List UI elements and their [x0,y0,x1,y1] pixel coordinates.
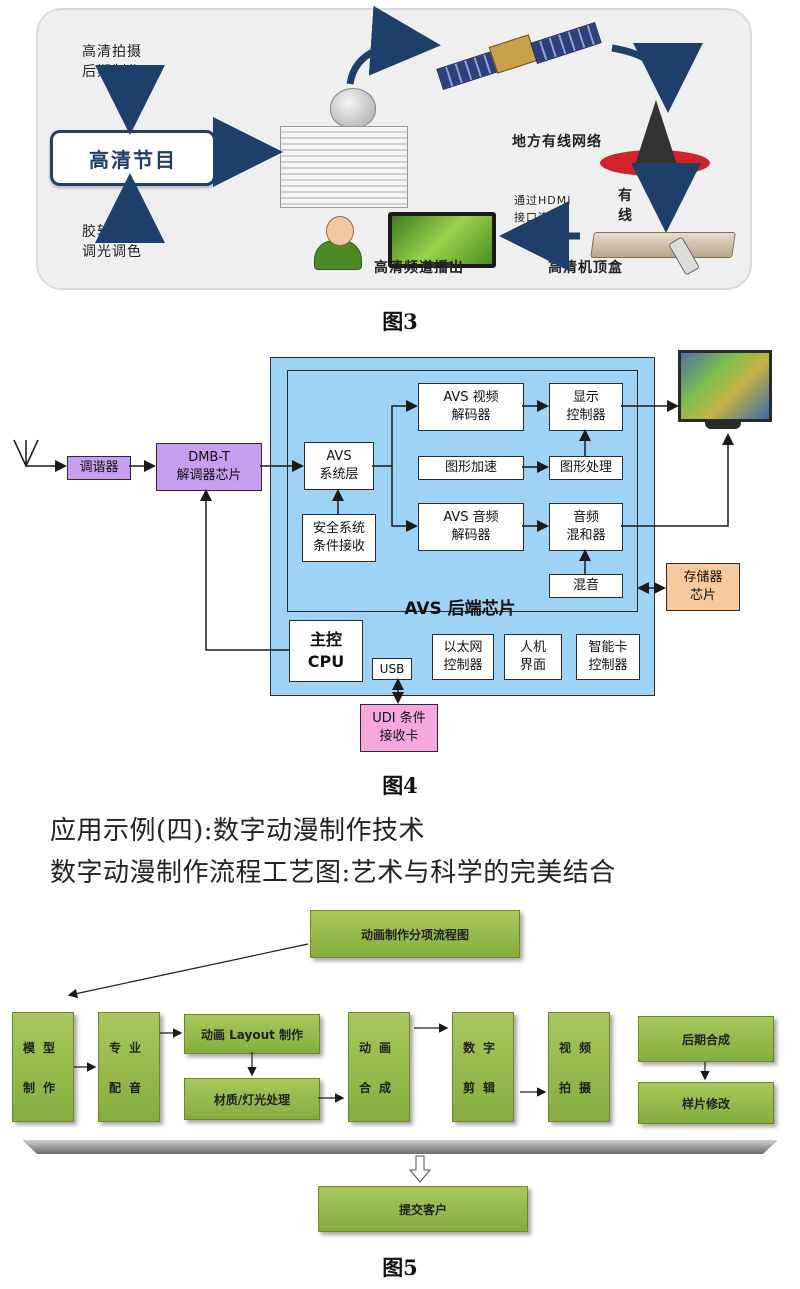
server-rack-icon [280,126,408,208]
tuner-box: 调谐器 [67,456,131,480]
udi-card-box: UDI 条件 接收卡 [360,704,438,752]
material-lighting-box: 材质/灯光处理 [184,1078,320,1120]
avs-system-layer-box: AVS 系统层 [304,442,374,490]
figure-5-caption: 图5 [382,1255,418,1280]
tv-stand-icon [423,262,453,268]
avs-audio-decoder-box: AVS 音频 解码器 [418,503,524,551]
smartcard-controller-box: 智能卡 控制器 [576,634,640,680]
wired-label: 有线 [618,188,633,224]
hmi-box: 人机 界面 [504,634,562,680]
avs-video-decoder-box: AVS 视频 解码器 [418,383,524,431]
security-box: 安全系统 条件接收 [302,514,376,562]
hd-tv-icon [388,212,496,268]
local-cable-network-label: 地方有线网络 [512,134,602,150]
figure-3-caption: 图3 [382,309,418,334]
broadcast-tower-icon [634,100,678,168]
submit-to-client-box: 提交客户 [318,1186,528,1232]
display-monitor-icon [678,350,772,422]
hd-set-top-box-label: 高清机顶盒 [548,260,623,276]
layout-box: 动画 Layout 制作 [184,1014,320,1054]
monitor-stand-icon [705,419,741,429]
compositing-box: 动画合成 [348,1012,410,1122]
sample-revision-box: 样片修改 [638,1082,774,1124]
main-cpu-box: 主控 CPU [289,620,363,682]
hd-shooting-label: 高清拍摄后期制作 [82,44,142,80]
post-compositing-box: 后期合成 [638,1016,774,1062]
set-top-box-icon [590,232,736,258]
hd-program-box: 高清节目 [50,130,216,186]
storage-chip-box: 存储器 芯片 [666,563,740,611]
audio-mixer-box: 音频 混和器 [549,503,623,551]
workflow-base-bar [22,1140,778,1154]
down-hollow-arrow-icon [408,1155,432,1183]
figure-4-caption: 图4 [382,773,418,798]
graphics-processing-box: 图形处理 [549,456,623,480]
viewer-head-icon [326,216,354,246]
film-to-hd-label: 胶转高清调光调色 [82,224,142,260]
usb-box: USB [372,658,412,680]
workflow-heading: 数字动漫制作流程工艺图:艺术与科学的完美结合 [50,858,616,888]
modeling-box: 模型制作 [12,1012,74,1122]
mix-box: 混音 [549,574,623,598]
satellite-dish-icon [330,88,376,128]
dmb-demodulator-box: DMB-T 解调器芯片 [156,443,262,491]
avs-backend-chip-label: AVS 后端芯片 [404,599,516,619]
graphics-accel-box: 图形加速 [418,456,524,480]
display-controller-box: 显示 控制器 [549,383,623,431]
video-shooting-box: 视频拍摄 [548,1012,610,1122]
example-heading: 应用示例(四):数字动漫制作技术 [50,816,426,846]
hd-channel-label: 高清频道播出 [374,260,464,276]
editing-box: 数字剪辑 [452,1012,514,1122]
ethernet-controller-box: 以太网 控制器 [432,634,494,680]
workflow-title-box: 动画制作分项流程图 [310,910,520,958]
dubbing-box: 专业配音 [98,1012,160,1122]
